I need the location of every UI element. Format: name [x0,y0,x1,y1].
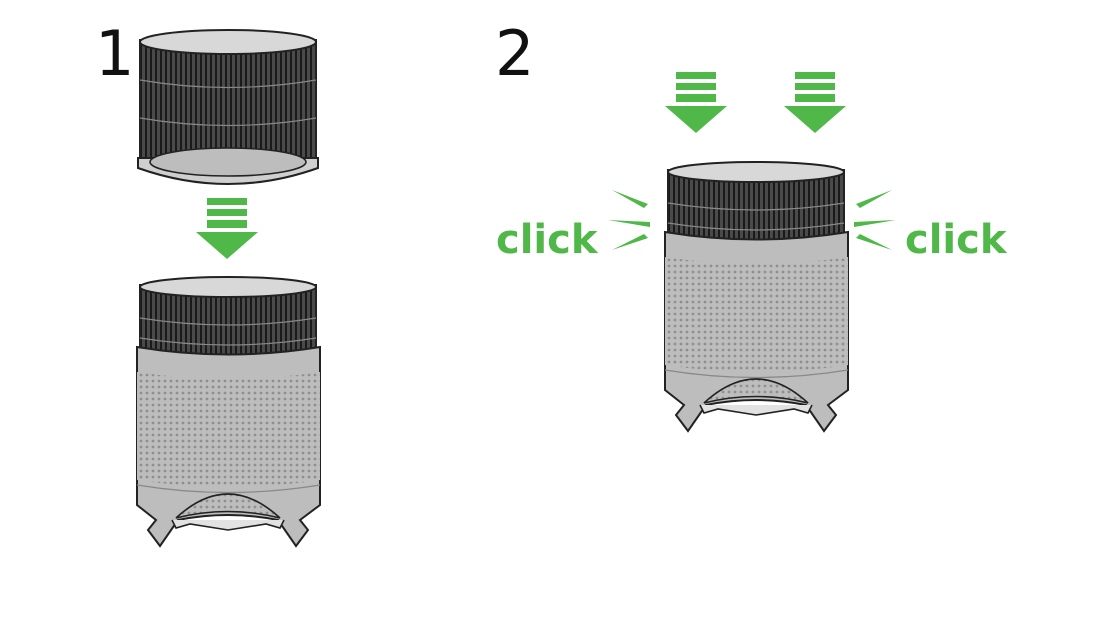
filter-cap [137,29,319,185]
purifier-base [136,276,321,547]
click-label-left: click [496,217,599,263]
click-lines-right-icon [854,190,896,250]
click-lines-left-icon [608,190,650,250]
step-2-number: 2 [495,17,534,90]
down-arrow-icon [784,72,846,133]
down-arrow-icon [665,72,727,133]
step-1-number: 1 [95,17,134,90]
click-label-right: click [905,217,1008,263]
down-arrow-icon [196,198,258,259]
assembled-purifier [664,161,849,432]
